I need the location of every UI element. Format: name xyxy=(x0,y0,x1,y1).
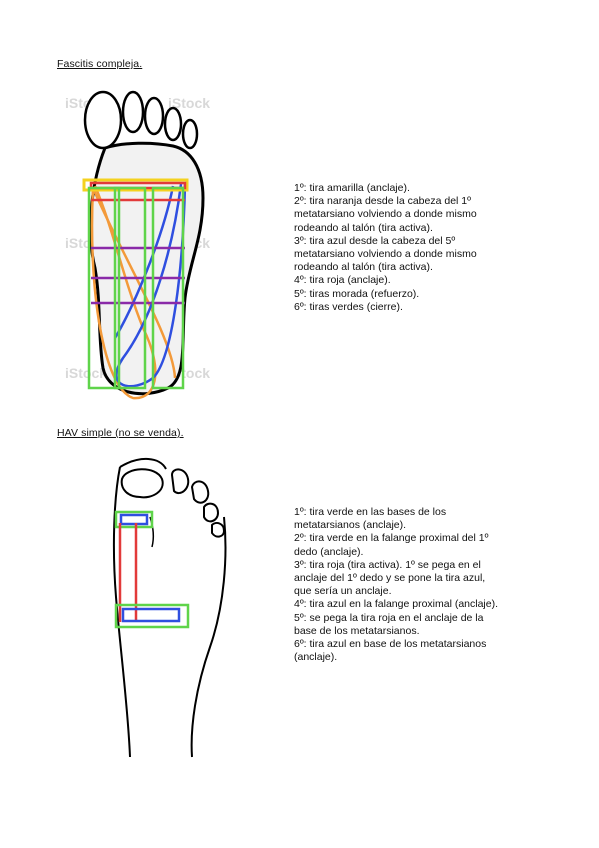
step-line: 3º: tira roja (tira activa). 1º se pega … xyxy=(294,558,481,571)
step-line: 5º: tiras morada (refuerzo). xyxy=(294,287,420,300)
step-line: metatarsiano volviendo a donde mismo xyxy=(294,208,477,221)
step-line: que sería un anclaje. xyxy=(294,585,392,598)
step-line: anclaje del 1º dedo y se pone la tira az… xyxy=(294,572,486,585)
step-line: 1º: tira amarilla (anclaje). xyxy=(294,182,410,194)
step-line: 6º: tiras verdes (cierre). xyxy=(294,300,403,313)
step-line: 2º: tira verde en la falange proximal de… xyxy=(294,532,489,545)
step-line: 4º: tira azul en la falange proximal (an… xyxy=(294,598,499,611)
foot-dorsal-illustration xyxy=(112,458,227,758)
step-line: 3º: tira azul desde la cabeza del 5º xyxy=(294,234,456,247)
step-line: metatarsianos (anclaje). xyxy=(294,519,407,532)
svg-text:iStock: iStock xyxy=(65,365,107,381)
step-line: 1º: tira verde en las bases de los xyxy=(294,506,447,518)
step-line: 2º: tira naranja desde la cabeza del 1º xyxy=(294,195,471,208)
step-line: dedo (anclaje). xyxy=(294,545,364,558)
step-line: 6º: tira azul en base de los metatarsian… xyxy=(294,638,487,651)
step-line: rodeando al talón (tira activa). xyxy=(294,261,433,274)
section-title-hav: HAV simple (no se venda). xyxy=(57,427,184,439)
step-line: rodeando al talón (tira activa). xyxy=(294,221,433,234)
steps-list-fascitis: 1º: tira amarilla (anclaje). 2º: tira na… xyxy=(294,182,477,314)
step-line: metatarsiano volviendo a donde mismo xyxy=(294,248,477,261)
step-line: base de los metatarsianos. xyxy=(294,624,420,637)
section-title-fascitis: Fascitis compleja. xyxy=(57,58,143,70)
step-line: (anclaje). xyxy=(294,651,338,664)
foot-outline xyxy=(112,466,131,758)
svg-text:iStock: iStock xyxy=(168,95,210,111)
step-line: 4º: tira roja (anclaje). xyxy=(294,274,391,287)
steps-list-hav: 1º: tira verde en las bases de los metat… xyxy=(294,506,498,664)
step-line: 5º: se pega la tira roja en el anclaje d… xyxy=(294,611,484,624)
